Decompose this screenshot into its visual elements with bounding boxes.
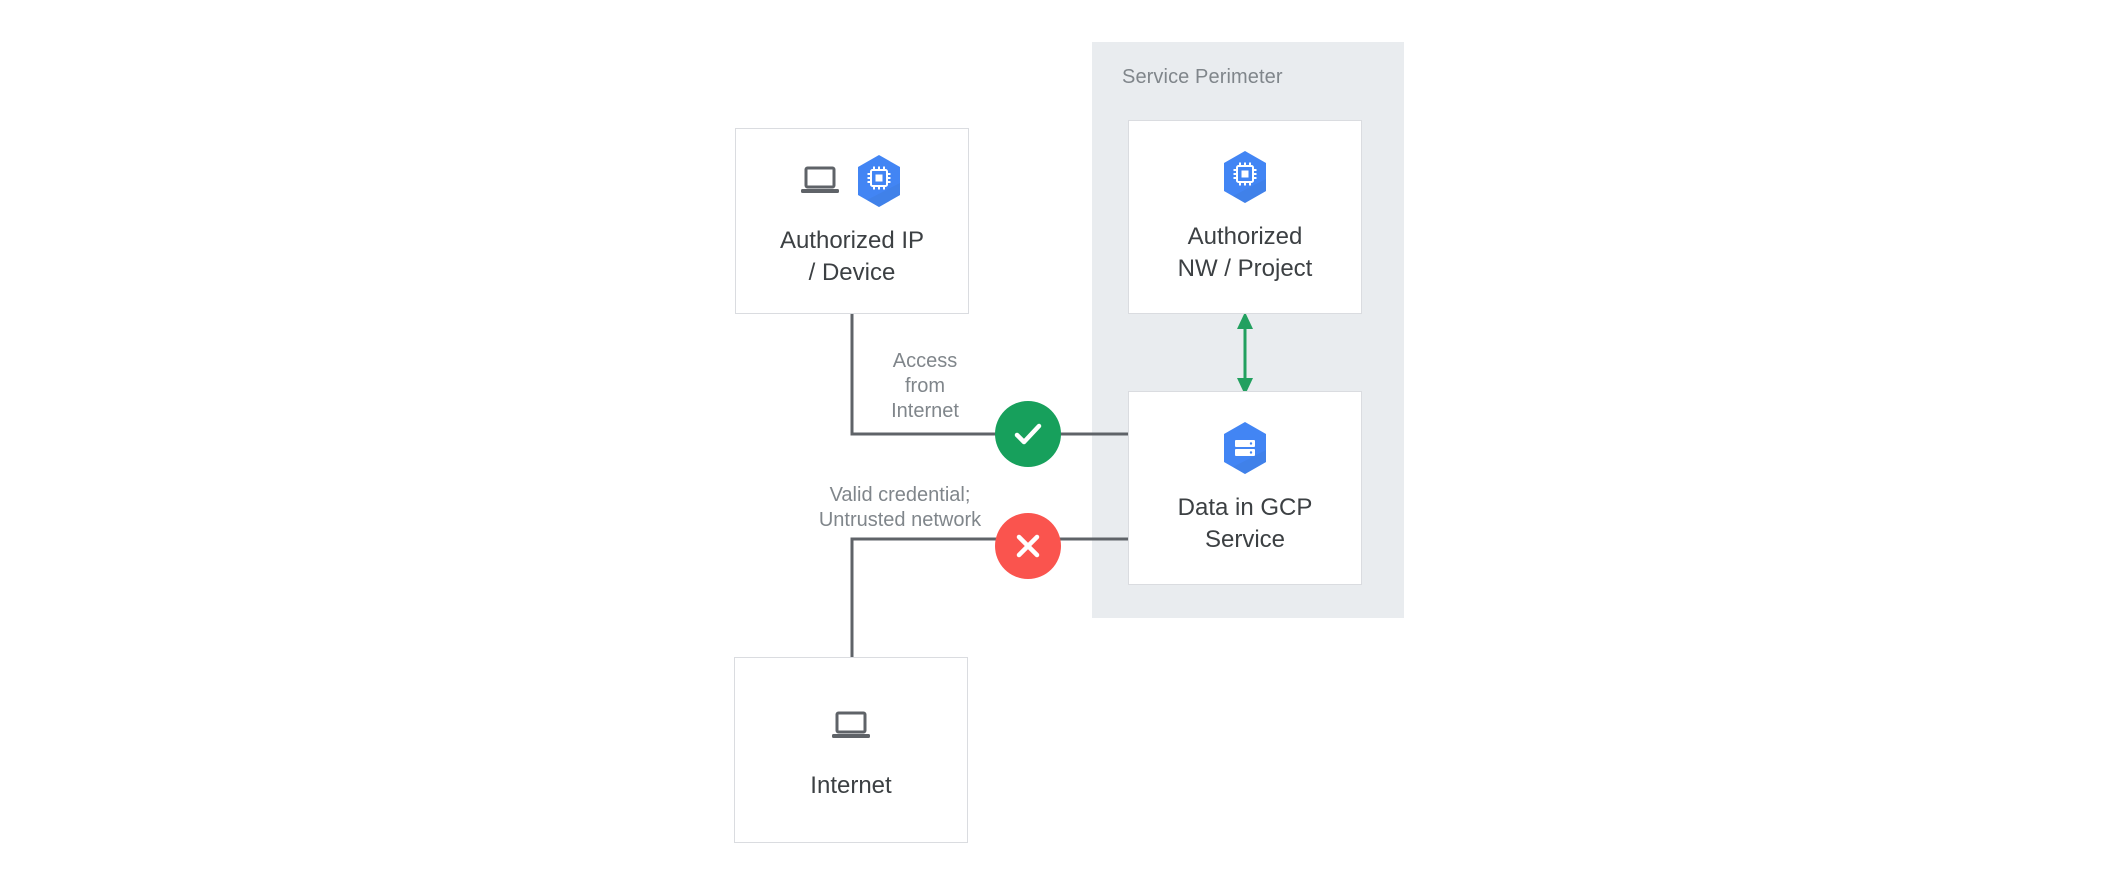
laptop-icon: [832, 711, 870, 739]
node-icon-row: [1220, 420, 1270, 476]
node-data-in-gcp-service[interactable]: Data in GCP Service: [1128, 391, 1362, 585]
node-label: Authorized IP / Device: [779, 227, 925, 286]
verdict-badge-allow: [995, 401, 1061, 467]
compute-hexagon-icon: [858, 155, 900, 208]
verdict-badge-deny: [995, 513, 1061, 579]
check-icon: [1014, 423, 1042, 445]
node-label: Authorized NW / Project: [1177, 223, 1313, 282]
edge-label-valid-credential: Valid credential; Untrusted network: [818, 484, 982, 531]
laptop-icon: [801, 166, 839, 194]
compute-hexagon-icon: [1224, 151, 1266, 204]
cross-icon: [1016, 534, 1040, 558]
node-label: Internet: [810, 772, 892, 800]
node-authorized-ip-device[interactable]: Authorized IP / Device: [735, 128, 969, 314]
edge-label-access-from-internet: Access from Internet: [891, 350, 959, 422]
database-hexagon-icon: [1224, 422, 1266, 475]
node-authorized-nw-project[interactable]: Authorized NW / Project: [1128, 120, 1362, 314]
node-internet[interactable]: Internet: [734, 657, 968, 843]
node-icon-row: [1220, 149, 1270, 205]
node-icon-row: [831, 698, 871, 754]
service-perimeter-label: Service Perimeter: [1122, 66, 1283, 88]
node-icon-row: [800, 153, 904, 209]
wire-denied-path: [850, 537, 1010, 657]
node-label: Data in GCP Service: [1177, 494, 1313, 553]
